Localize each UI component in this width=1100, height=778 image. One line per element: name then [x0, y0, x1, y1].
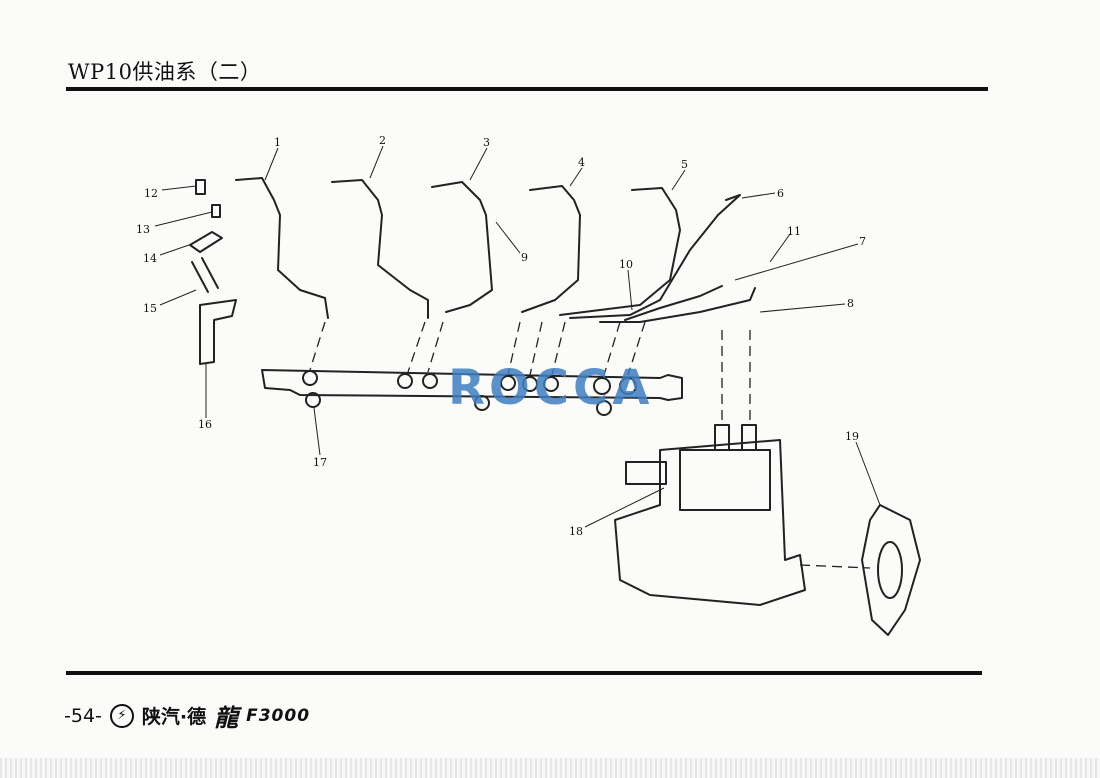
page-number: -54-: [64, 704, 102, 727]
pipe-6: [569, 194, 741, 319]
rail-port: [593, 377, 611, 395]
callout-18: 18: [569, 525, 583, 538]
pipe-8: [624, 285, 723, 321]
callout-2: 2: [379, 134, 386, 147]
pump-outlet: [741, 424, 757, 451]
callout-1: 1: [274, 136, 281, 149]
pipe-1: [235, 177, 329, 319]
callout-7: 7: [859, 235, 866, 248]
bolt-12: [195, 179, 206, 195]
callout-16: 16: [198, 418, 212, 431]
callout-15: 15: [143, 302, 157, 315]
pump-fitting: [625, 461, 667, 485]
footer-divider: [66, 671, 982, 675]
callout-19: 19: [845, 430, 859, 443]
pipe-7: [599, 287, 756, 323]
pipe-2: [331, 179, 429, 319]
flange-hole: [877, 541, 903, 599]
callout-10: 10: [619, 258, 633, 271]
pipe-3: [431, 181, 493, 313]
scan-edge: [0, 758, 1100, 778]
pump-head: [679, 449, 771, 511]
callout-12: 12: [144, 187, 158, 200]
brand-name: 陕汽·德: [141, 706, 207, 728]
injector-16: [199, 299, 237, 365]
callout-3: 3: [483, 136, 490, 149]
rail-mount: [305, 392, 321, 408]
shacman-emblem-icon: ⚡: [109, 703, 134, 728]
callout-labels: 1 2 3 4 5 6 7 8 9 10 11 12 13 14 15 16 1…: [136, 134, 866, 538]
rail-port: [302, 370, 318, 386]
rail-port: [543, 376, 559, 392]
nut-13: [211, 204, 221, 218]
watermark-logo: ROCCA: [448, 360, 654, 416]
pipe-5: [559, 187, 681, 316]
high-pressure-pump: [614, 439, 806, 606]
callout-4: 4: [578, 156, 585, 169]
callout-11: 11: [787, 225, 801, 238]
callout-13: 13: [136, 223, 150, 236]
header-divider: [66, 87, 988, 91]
callout-14: 14: [143, 252, 157, 265]
pump-outlet: [714, 424, 730, 451]
bracket-15: [191, 257, 219, 293]
rail-port: [522, 376, 538, 392]
rail-mount: [474, 395, 490, 411]
rail-port: [619, 377, 637, 395]
rail-port: [500, 375, 516, 391]
rail-port: [397, 373, 413, 389]
fuel-rail: [261, 369, 683, 401]
callout-9: 9: [521, 251, 528, 264]
rail-mount: [596, 400, 612, 416]
pipe-4: [521, 185, 581, 313]
model-name: F3000: [246, 705, 311, 726]
drive-flange: [861, 504, 921, 636]
brand-calligraphy: 龍: [214, 703, 239, 732]
callout-5: 5: [681, 158, 688, 171]
page-footer: -54- ⚡ 陕汽·德 龍 F3000: [64, 698, 310, 733]
page-title: WP10供油系（二）: [68, 60, 262, 84]
callout-8: 8: [847, 297, 854, 310]
callout-17: 17: [313, 456, 327, 469]
clamp-14: [189, 231, 223, 253]
rail-port: [422, 373, 438, 389]
callout-6: 6: [777, 187, 784, 200]
